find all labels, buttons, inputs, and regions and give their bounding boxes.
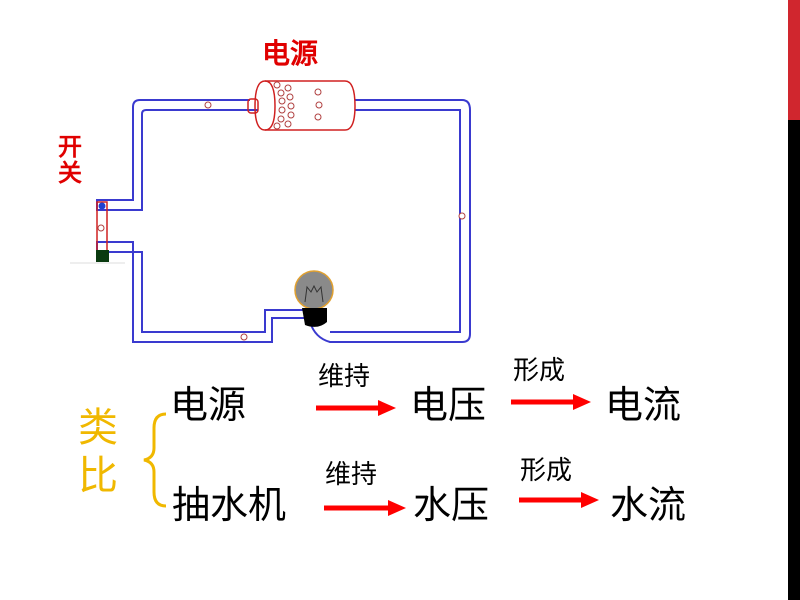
row1-mid: 电压	[410, 383, 487, 427]
row2-verb2: 形成	[520, 456, 573, 486]
battery	[247, 80, 356, 131]
row2-verb1: 维持	[325, 460, 378, 490]
row2-source: 抽水机	[172, 483, 287, 527]
row1-source: 电源	[170, 383, 247, 427]
switch	[70, 201, 125, 264]
arrow-icon	[511, 394, 591, 410]
row2-result: 水流	[610, 483, 687, 527]
power-source-label: 电源	[262, 37, 319, 70]
light-bulb-icon	[294, 270, 334, 327]
row1-result: 电流	[605, 383, 682, 427]
arrow-icon	[324, 500, 406, 516]
accent-bar-red	[788, 0, 800, 120]
arrow-icon	[519, 492, 599, 508]
switch-label: 开关	[58, 133, 82, 188]
row1-verb2: 形成	[513, 356, 566, 386]
row2-mid: 水压	[413, 483, 490, 527]
arrow-icon	[316, 400, 396, 416]
accent-bar-black	[788, 120, 800, 600]
wire	[96, 99, 471, 343]
charges	[97, 81, 466, 341]
analogy-label: 类比	[78, 405, 118, 499]
row1-verb1: 维持	[318, 362, 371, 392]
brace-icon	[143, 412, 167, 508]
circuit-diagram	[70, 80, 471, 343]
